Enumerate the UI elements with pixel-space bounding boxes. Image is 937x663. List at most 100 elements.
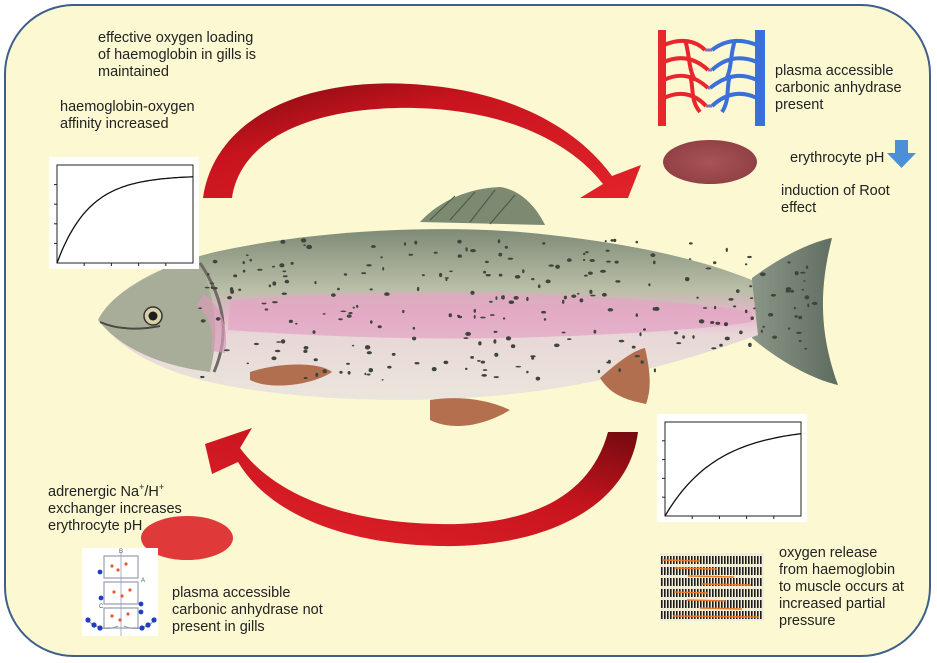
fish-spot bbox=[369, 368, 374, 372]
fish-spot bbox=[745, 310, 748, 314]
muscle-striation bbox=[727, 589, 729, 597]
muscle-striation bbox=[730, 556, 732, 564]
fish-spot bbox=[458, 254, 462, 257]
capillary-line bbox=[675, 568, 717, 569]
muscle-striation bbox=[703, 611, 705, 619]
fish-spot bbox=[750, 297, 753, 299]
fish-spot bbox=[739, 331, 743, 335]
muscle-striation bbox=[688, 611, 690, 619]
fish-spot bbox=[247, 363, 249, 365]
fish-spot bbox=[486, 274, 491, 276]
muscle-striation bbox=[745, 600, 747, 608]
muscle-striation bbox=[742, 611, 744, 619]
fish-spot bbox=[415, 362, 420, 364]
muscle-striation bbox=[754, 600, 756, 608]
muscle-striation bbox=[745, 589, 747, 597]
fish-spot bbox=[749, 285, 752, 287]
muscle-striation bbox=[733, 611, 735, 619]
fish-spot bbox=[562, 332, 566, 334]
muscle-striation bbox=[724, 567, 726, 575]
muscle-striation bbox=[724, 611, 726, 619]
gill-oxygen-curve-plot bbox=[49, 157, 199, 269]
fish-spot bbox=[772, 336, 777, 339]
fish-spot bbox=[489, 301, 493, 303]
fish-spot bbox=[414, 241, 417, 245]
muscle-striation bbox=[748, 567, 750, 575]
fish-spot bbox=[211, 286, 214, 289]
fish-spot bbox=[522, 269, 524, 273]
fish-spot bbox=[306, 245, 312, 249]
schematic-letter-c: C bbox=[99, 604, 104, 610]
fish-spot bbox=[272, 301, 278, 303]
muscle-striation bbox=[733, 567, 735, 575]
fish-spot bbox=[233, 274, 237, 277]
muscle-striation bbox=[697, 611, 699, 619]
fish-spot bbox=[285, 280, 290, 284]
capillary-line bbox=[688, 576, 734, 577]
fish-spot bbox=[583, 253, 585, 255]
fish-spot bbox=[200, 376, 204, 378]
muscle-striation bbox=[751, 567, 753, 575]
fish-spot bbox=[618, 368, 621, 372]
fish-spot bbox=[699, 319, 705, 323]
fish-spot bbox=[382, 379, 384, 381]
fish-spot bbox=[562, 300, 564, 304]
muscle-striation bbox=[715, 611, 717, 619]
fish-spot bbox=[262, 303, 267, 305]
fish-spot bbox=[463, 337, 468, 339]
muscle-striation bbox=[715, 589, 717, 597]
fish-spot bbox=[338, 318, 342, 320]
muscle-striation bbox=[736, 556, 738, 564]
fish-spot bbox=[538, 284, 541, 288]
fish-spot bbox=[265, 308, 269, 310]
fish-spot bbox=[269, 285, 271, 288]
muscle-striation bbox=[670, 600, 672, 608]
fish-spot bbox=[495, 296, 497, 300]
fish-spot bbox=[303, 350, 307, 353]
muscle-striation bbox=[760, 567, 762, 575]
muscle-striation bbox=[685, 600, 687, 608]
fish-spot bbox=[594, 330, 597, 334]
muscle-striation bbox=[661, 589, 663, 597]
fish-spot bbox=[494, 376, 500, 378]
fish-spot bbox=[544, 318, 546, 321]
fish-spot bbox=[254, 343, 259, 345]
fish-spot bbox=[445, 277, 449, 279]
fish-spot bbox=[760, 272, 766, 276]
fish-spot bbox=[272, 281, 276, 285]
fish-spot bbox=[725, 337, 730, 341]
fish-spot bbox=[542, 242, 545, 245]
fish-spot bbox=[348, 312, 352, 314]
label-plasma-ca-not-present: plasma accessible carbonic anhydrase not… bbox=[172, 585, 362, 636]
muscle-striation bbox=[700, 611, 702, 619]
muscle-striation bbox=[661, 567, 663, 575]
fish-spot bbox=[291, 262, 294, 265]
fish-spot bbox=[605, 240, 607, 242]
fish-spot bbox=[536, 377, 541, 381]
bottom-cycle-arrow bbox=[205, 428, 638, 546]
muscle-striation bbox=[760, 611, 762, 619]
label-adrenergic-rest: exchanger increases erythrocyte pH bbox=[48, 501, 182, 534]
fish-spot bbox=[387, 366, 391, 369]
fish-spot bbox=[304, 377, 308, 379]
muscle-striation bbox=[745, 567, 747, 575]
fish-spot bbox=[526, 371, 528, 374]
erythrocyte-muscle bbox=[663, 140, 757, 184]
schematic-letter-a: A bbox=[141, 578, 145, 584]
muscle-striation bbox=[757, 556, 759, 564]
fish-spot bbox=[485, 261, 489, 263]
muscle-striation bbox=[739, 600, 741, 608]
muscle-striation bbox=[709, 556, 711, 564]
fish-spot bbox=[606, 250, 610, 252]
muscle-striation bbox=[688, 578, 690, 586]
fish-spot bbox=[636, 313, 638, 317]
fish-spot bbox=[706, 267, 712, 269]
fish-spot bbox=[724, 322, 728, 326]
fish-spot bbox=[365, 345, 370, 349]
label-oxygen-release: oxygen release from haemoglobin to muscl… bbox=[779, 545, 929, 630]
fish-spot bbox=[554, 344, 560, 348]
muscle-striation bbox=[706, 556, 708, 564]
fish-spot bbox=[805, 295, 810, 299]
fish-spot bbox=[610, 239, 614, 242]
muscle-striation bbox=[754, 567, 756, 575]
